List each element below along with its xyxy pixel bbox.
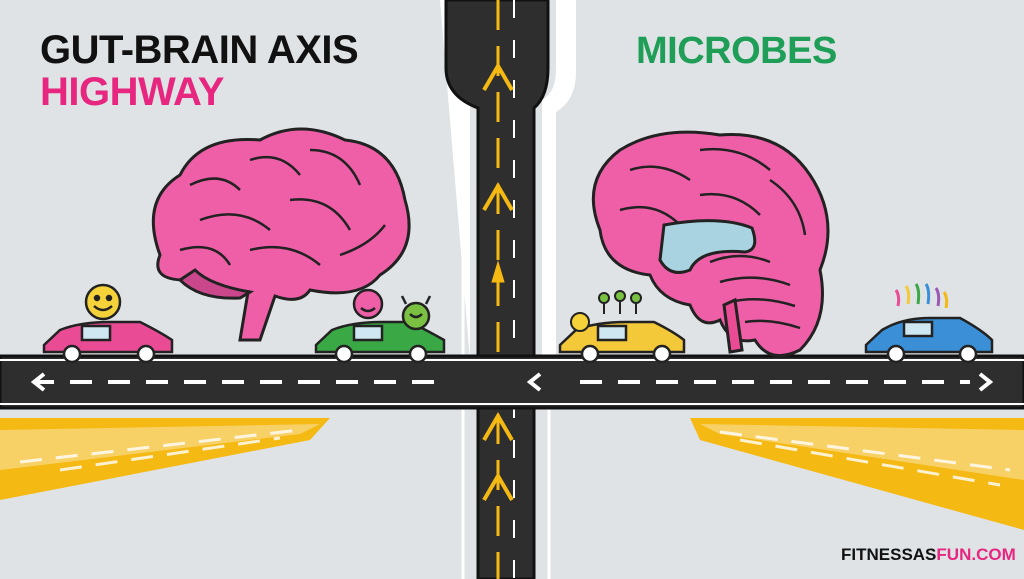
smiley-face-icon — [84, 283, 122, 321]
arrow-icon — [482, 412, 514, 442]
microbe-icon — [570, 290, 642, 332]
title-line-1: GUT-BRAIN AXIS — [40, 28, 359, 72]
title-line-2: HIGHWAY — [40, 70, 224, 114]
car-icon — [864, 316, 994, 364]
brand-watermark: FITNESSASFUN.COM — [841, 545, 1016, 565]
microbes-label: MICROBES — [636, 30, 837, 72]
brain-icon — [151, 127, 411, 342]
microbe-icon — [400, 295, 432, 331]
vertical-lane-arrows — [482, 62, 514, 502]
arrow-icon — [30, 372, 54, 392]
arrow-icon — [526, 372, 542, 392]
brand-suffix: FUN.COM — [936, 545, 1016, 564]
vertical-road — [440, 0, 576, 579]
brand-prefix: FITNESSAS — [841, 545, 937, 564]
left-light-beam — [0, 418, 330, 500]
arrow-icon — [491, 260, 505, 283]
microbe-icon — [894, 283, 949, 309]
arrow-icon — [482, 62, 514, 92]
arrow-icon — [482, 472, 514, 502]
car-icon — [558, 320, 686, 364]
gut-icon — [591, 130, 830, 358]
horizontal-road — [0, 354, 1024, 410]
right-light-beam — [690, 418, 1024, 530]
car-icon — [42, 320, 174, 364]
arrow-icon — [978, 372, 994, 392]
arrow-icon — [482, 182, 514, 212]
smiley-face-icon — [352, 288, 384, 320]
